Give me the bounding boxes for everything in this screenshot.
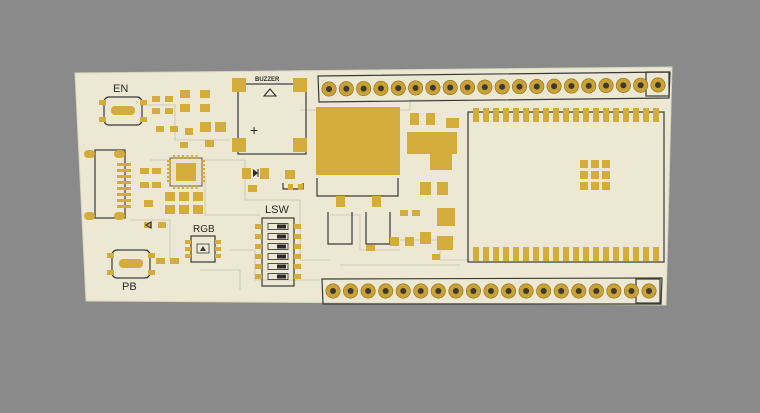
usb-connector	[84, 149, 131, 220]
dip-pad	[294, 264, 301, 269]
voltage-regulator	[316, 107, 400, 245]
module-pad	[603, 247, 609, 261]
usb-chip	[167, 155, 205, 189]
thermal-pad	[602, 171, 610, 179]
dip-pad	[255, 234, 262, 239]
dip-lever	[277, 224, 286, 229]
buzzer-driver	[242, 168, 304, 192]
module-pad	[543, 247, 549, 261]
module-pad	[573, 108, 579, 122]
module-pad	[593, 108, 599, 122]
dip-lever	[277, 274, 286, 279]
dip-lever	[277, 244, 286, 249]
module-pad	[513, 108, 519, 122]
thermal-pad	[602, 182, 610, 190]
module-pad	[623, 108, 629, 122]
dip-pad	[294, 254, 301, 259]
dip-lever	[277, 234, 286, 239]
module-pad	[653, 108, 659, 122]
dip-pad	[255, 224, 262, 229]
module-pad	[493, 108, 499, 122]
module-pad	[583, 108, 589, 122]
module-pad	[523, 247, 529, 261]
pb-button: PB	[107, 249, 155, 293]
esp32-module	[467, 108, 665, 263]
dip-pad	[294, 274, 301, 279]
dip-slot	[267, 233, 289, 240]
label-en: EN	[113, 83, 128, 95]
thermal-pad	[580, 182, 588, 190]
label-buzzer: BUZZER	[255, 77, 280, 83]
module-pad	[583, 247, 589, 261]
thermal-pad	[591, 160, 599, 168]
rgb-led: RGB	[185, 224, 221, 263]
label-lsw: LSW	[265, 204, 289, 216]
thermal-pad	[602, 160, 610, 168]
dip-pad	[255, 264, 262, 269]
dip-slot	[267, 243, 289, 250]
dip-pad	[294, 224, 301, 229]
module-pad	[623, 247, 629, 261]
dip-slot	[267, 273, 289, 280]
module-pad	[613, 108, 619, 122]
module-pad	[563, 247, 569, 261]
dip-slot	[267, 253, 289, 260]
module-pad	[523, 108, 529, 122]
module-pad	[533, 247, 539, 261]
module-pad	[603, 108, 609, 122]
ldo-sot	[366, 113, 459, 260]
dip-pad	[294, 244, 301, 249]
module-pad	[503, 247, 509, 261]
en-button: EN	[99, 83, 147, 126]
module-pad	[613, 247, 619, 261]
module-pad	[573, 247, 579, 261]
dip-lever	[277, 254, 286, 259]
dip-pad	[255, 244, 262, 249]
label-pb: PB	[122, 281, 137, 293]
thermal-pad	[591, 182, 599, 190]
thermal-pad	[580, 171, 588, 179]
module-pad	[543, 108, 549, 122]
module-pad	[483, 108, 489, 122]
dip-slot	[267, 223, 289, 230]
module-pad	[563, 108, 569, 122]
passives-left	[140, 90, 226, 264]
module-pad	[493, 247, 499, 261]
dip-pad	[255, 254, 262, 259]
module-pad	[533, 108, 539, 122]
module-pad	[513, 247, 519, 261]
module-pad	[643, 108, 649, 122]
module-pad	[503, 108, 509, 122]
dip-lever	[277, 264, 286, 269]
thermal-pad	[580, 160, 588, 168]
module-pad	[633, 108, 639, 122]
module-pad	[483, 247, 489, 261]
label-rgb: RGB	[193, 224, 215, 235]
lsw-dip-switch: LSW	[255, 204, 301, 287]
module-pad	[473, 247, 479, 261]
module-pad	[593, 247, 599, 261]
dip-slot	[267, 263, 289, 270]
thermal-pad	[591, 171, 599, 179]
module-pad	[553, 247, 559, 261]
label-plus: +	[250, 122, 258, 138]
buzzer: BUZZER +	[232, 77, 307, 155]
module-pad	[473, 108, 479, 122]
dip-pad	[294, 234, 301, 239]
header-top	[317, 71, 671, 103]
module-pad	[633, 247, 639, 261]
module-pad	[553, 108, 559, 122]
dip-pad	[255, 274, 262, 279]
module-pad	[643, 247, 649, 261]
module-pad	[653, 247, 659, 261]
header-bottom	[321, 277, 663, 305]
